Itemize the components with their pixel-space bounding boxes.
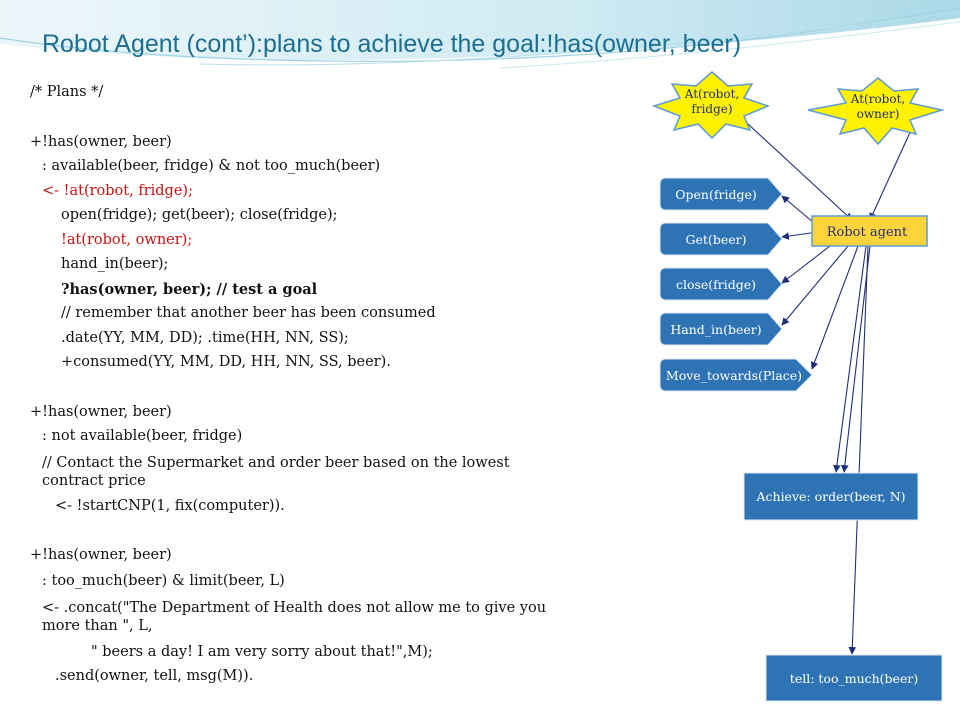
action-move-towards-place: Move_towards(Place) xyxy=(659,358,813,392)
achieve-label: Achieve: order(beer, N) xyxy=(755,489,905,504)
code-line: : too_much(beer) & limit(beer, L) xyxy=(42,573,285,589)
arrow-agent-to-tell xyxy=(848,245,869,655)
star-label-line: owner) xyxy=(857,107,900,121)
arrow-at-owner-to-agent xyxy=(869,127,913,221)
robot-agent-label: Robot agent xyxy=(827,225,908,240)
code-line: /* Plans */ xyxy=(30,84,104,100)
code-line: " beers a day! I am very sorry about tha… xyxy=(91,644,433,660)
action-label: Get(beer) xyxy=(686,232,747,247)
code-line: !at(robot, owner); xyxy=(61,232,193,248)
code-line: open(fridge); get(beer); close(fridge); xyxy=(61,207,338,223)
arrow-agent-to-move xyxy=(810,245,859,370)
code-line: // Contact the Supermarket and order bee… xyxy=(42,455,510,489)
code-line: .send(owner, tell, msg(M)). xyxy=(55,668,254,684)
achieve-order-beer-box: Achieve: order(beer, N) xyxy=(743,472,919,521)
code-line: +!has(owner, beer) xyxy=(30,134,172,150)
arrow-agent-to-achieve-1 xyxy=(833,245,867,473)
code-line: <- !at(robot, fridge); xyxy=(42,183,193,199)
star-at-robot-fridge: At(robot, fridge) xyxy=(651,71,771,140)
robot-agent-box: Robot agent xyxy=(811,215,928,247)
code-line: // remember that another beer has been c… xyxy=(61,305,436,321)
code-line: <- !startCNP(1, fix(computer)). xyxy=(55,498,285,514)
action-hand-in-beer: Hand_in(beer) xyxy=(659,312,783,346)
star-label-line: At(robot, xyxy=(850,92,905,106)
action-label: close(fridge) xyxy=(676,277,756,292)
star-at-robot-owner: At(robot, owner) xyxy=(807,77,945,146)
code-line: +consumed(YY, MM, DD, HH, NN, SS, beer). xyxy=(61,354,391,370)
arrow-agent-to-close xyxy=(781,245,831,284)
action-label: Hand_in(beer) xyxy=(670,322,761,337)
tell-too-much-beer-box: tell: too_much(beer) xyxy=(765,654,943,702)
diagram-arrows xyxy=(747,123,913,655)
code-line: hand_in(beer); xyxy=(61,256,169,272)
code-line: +!has(owner, beer) xyxy=(30,547,172,563)
slide-title: Robot Agent (cont’):plans to achieve the… xyxy=(42,30,742,58)
code-line: .date(YY, MM, DD); .time(HH, NN, SS); xyxy=(61,330,349,346)
action-label: Move_towards(Place) xyxy=(666,368,802,383)
action-label: Open(fridge) xyxy=(675,187,756,202)
code-line: : not available(beer, fridge) xyxy=(42,428,243,444)
action-close-fridge: close(fridge) xyxy=(659,267,783,301)
tell-label: tell: too_much(beer) xyxy=(790,671,918,686)
arrow-at-fridge-to-agent xyxy=(747,123,853,221)
code-line: <- .concat("The Department of Health doe… xyxy=(42,600,547,634)
code-line: ?has(owner, beer); // test a goal xyxy=(61,281,318,298)
star-label-line: At(robot, xyxy=(684,87,739,101)
arrow-agent-to-handin xyxy=(781,245,849,326)
code-line: +!has(owner, beer) xyxy=(30,404,172,420)
action-get-beer: Get(beer) xyxy=(659,222,783,256)
star-label-line: fridge) xyxy=(691,102,732,116)
arrow-agent-to-achieve-2 xyxy=(840,245,871,473)
action-open-fridge: Open(fridge) xyxy=(659,177,783,211)
code-line: : available(beer, fridge) & not too_much… xyxy=(42,158,381,174)
